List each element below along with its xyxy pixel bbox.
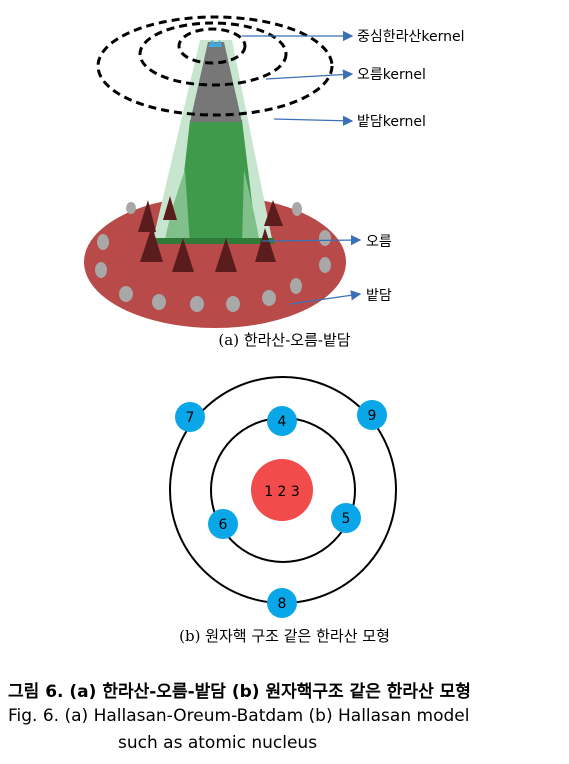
stone-wall-group: [95, 202, 331, 312]
node-8: 8: [267, 588, 297, 618]
tree-group: [138, 196, 283, 272]
node-7: 7: [175, 402, 205, 432]
caption-english-line1: Fig. 6. (a) Hallasan-Oreum-Batdam (b) Ha…: [8, 706, 470, 726]
node-6: 6: [208, 509, 238, 539]
orbit-ring-inner: [177, 27, 247, 65]
orbit-ring-outer: [96, 15, 334, 117]
mountain-forest: [176, 120, 257, 244]
node-4: 4: [267, 406, 297, 436]
node-5: 5: [331, 503, 361, 533]
svg-text:6: 6: [219, 517, 228, 533]
svg-text:7: 7: [186, 410, 195, 426]
orbit-ring-middle: [138, 21, 288, 87]
label-oreum: 오름: [366, 234, 392, 250]
svg-text:8: 8: [278, 596, 287, 612]
svg-text:4: 4: [278, 414, 287, 430]
label-batdam-kernel: 밭담kernel: [357, 114, 426, 130]
caption-korean: 그림 6. (a) 한라산-오름-밭담 (b) 원자핵구조 같은 한라산 모형: [8, 682, 471, 702]
arrow-oreum-kernel: [265, 69, 354, 80]
arrow-batdam: [289, 290, 362, 305]
svg-text:5: 5: [342, 511, 351, 527]
nucleus: [251, 459, 313, 521]
mountain-peak: [190, 42, 242, 122]
arrow-batdam-kernel: [273, 115, 354, 126]
figure-a-diagram: 중심한라산kernel 오름kernel 밭담kernel 오름 밭담: [84, 15, 465, 328]
label-center-kernel: 중심한라산kernel: [357, 29, 465, 45]
label-batdam: 밭담: [366, 288, 392, 304]
peak-crater-icon: [208, 40, 222, 47]
figure-b-atom-diagram: 1 2 3 4 5 6 7 8 9: [169, 376, 397, 618]
nucleus-label: 1 2 3: [264, 484, 300, 500]
svg-text:9: 9: [368, 408, 377, 424]
subcaption-b: (b) 원자핵 구조 같은 한라산 모형: [179, 627, 390, 645]
caption-english-line2: such as atomic nucleus: [118, 733, 318, 753]
subcaption-a: (a) 한라산-오름-밭담: [218, 331, 351, 349]
arrow-oreum: [261, 234, 362, 246]
node-9: 9: [357, 400, 387, 430]
label-oreum-kernel: 오름kernel: [357, 67, 426, 83]
